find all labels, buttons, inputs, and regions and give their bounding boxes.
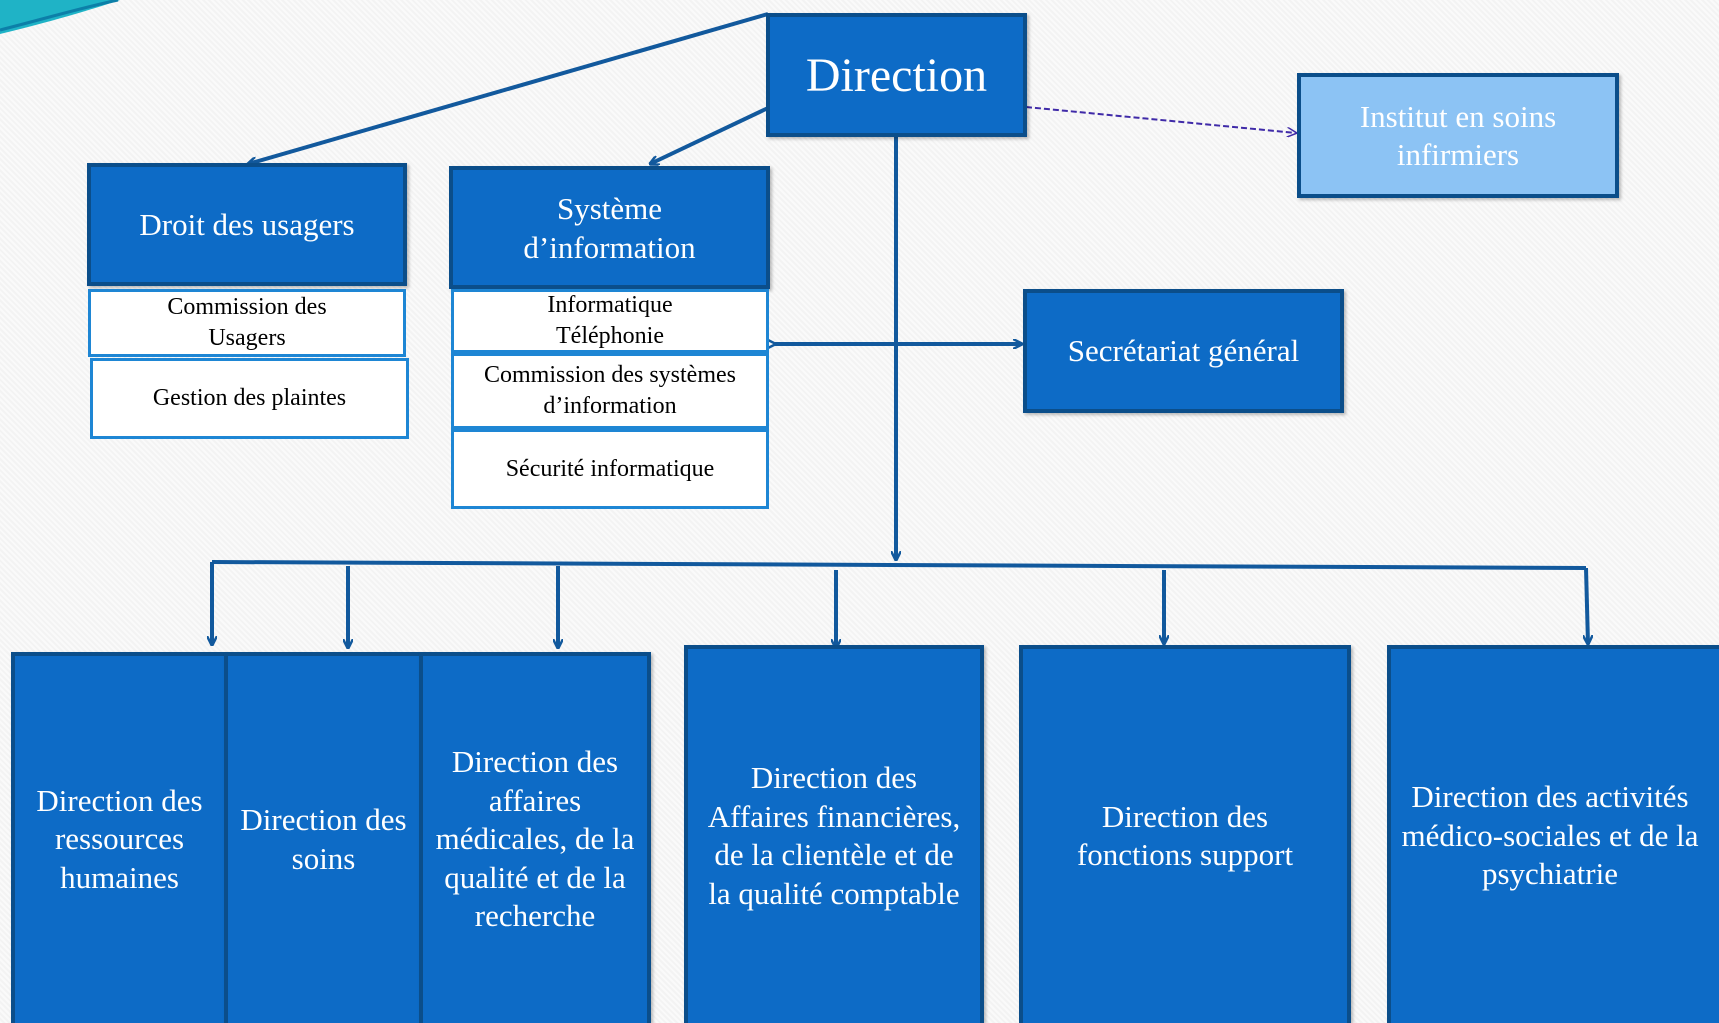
- direction-ressources-humaines-label: Direction des ressources humaines: [36, 782, 203, 895]
- direction-medico-sociales-label: Direction des activités médico-sociales …: [1401, 779, 1699, 892]
- commission-systemes-label: Commission des systèmes d’information: [483, 362, 736, 419]
- direction-box: Direction: [766, 13, 1027, 137]
- institut-label: Institut en soins infirmiers: [1359, 98, 1557, 172]
- link-drop-medico-sociales: [1586, 567, 1588, 644]
- direction-affaires-medicales-label: Direction des affaires médicales, de la …: [435, 744, 635, 934]
- securite-informatique-label: Sécurité informatique: [505, 455, 715, 482]
- gestion-plaintes-box: Gestion des plaintes: [90, 358, 409, 439]
- droit-usagers-box: Droit des usagers: [87, 163, 407, 286]
- link-direction-institut: [1025, 106, 1296, 133]
- direction-label: Direction: [805, 48, 988, 102]
- systeme-information-box: Système d’information: [449, 166, 770, 289]
- direction-ressources-humaines-box: Direction des ressources humaines: [11, 652, 228, 1023]
- direction-affaires-financieres-box: Direction des Affaires financières, de l…: [684, 645, 984, 1023]
- commission-usagers-box: Commission des Usagers: [88, 289, 406, 357]
- direction-fonctions-support-box: Direction des fonctions support: [1019, 645, 1351, 1023]
- link-direction-systeme: [650, 106, 769, 164]
- link-direction-droit: [248, 12, 769, 164]
- gestion-plaintes-label: Gestion des plaintes: [152, 385, 347, 411]
- institut-box: Institut en soins infirmiers: [1297, 73, 1619, 198]
- direction-soins-box: Direction des soins: [224, 652, 423, 1023]
- corner-decoration: [0, 0, 120, 34]
- direction-soins-label: Direction des soins: [240, 802, 407, 876]
- droit-usagers-label: Droit des usagers: [139, 206, 355, 242]
- informatique-telephonie-label: Informatique Téléphonie: [547, 292, 673, 349]
- systeme-information-label: Système d’information: [523, 190, 696, 265]
- direction-affaires-medicales-box: Direction des affaires médicales, de la …: [419, 652, 651, 1023]
- secretariat-box: Secrétariat général: [1023, 289, 1344, 413]
- secretariat-label: Secrétariat général: [1067, 333, 1300, 368]
- direction-affaires-financieres-label: Direction des Affaires financières, de l…: [707, 760, 961, 911]
- direction-medico-sociales-box: Direction des activités médico-sociales …: [1387, 645, 1719, 1023]
- commission-systemes-box: Commission des systèmes d’information: [451, 353, 769, 429]
- securite-informatique-box: Sécurité informatique: [451, 429, 769, 509]
- informatique-telephonie-box: Informatique Téléphonie: [451, 289, 769, 353]
- direction-fonctions-support-label: Direction des fonctions support: [1076, 798, 1294, 873]
- commission-usagers-label: Commission des Usagers: [167, 294, 327, 351]
- link-bus: [211, 560, 1587, 570]
